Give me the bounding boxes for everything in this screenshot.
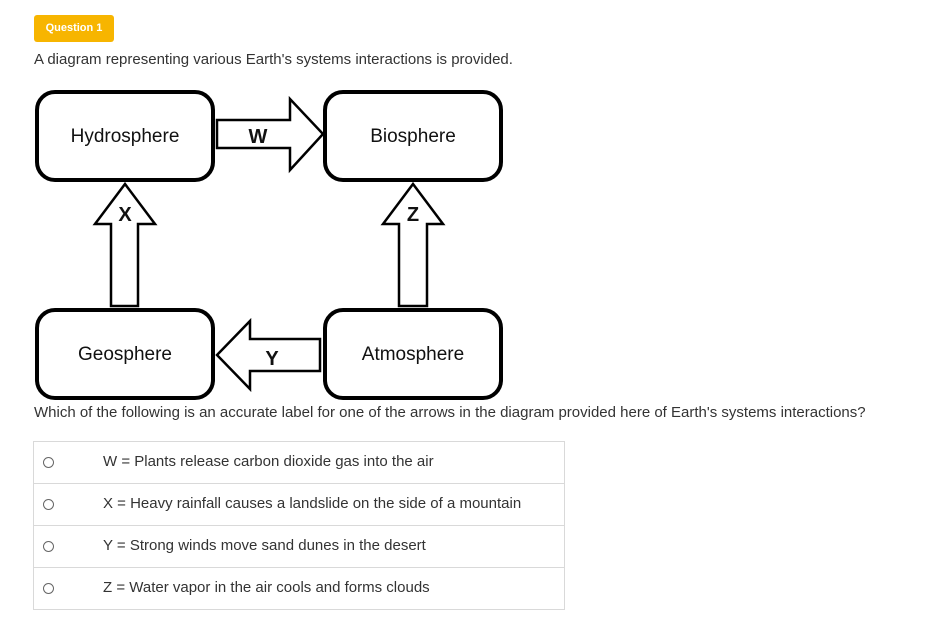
radio-button-a[interactable] bbox=[43, 457, 54, 468]
arrow-y-label: Y bbox=[265, 348, 279, 370]
answer-options-list: W = Plants release carbon dioxide gas in… bbox=[33, 441, 565, 610]
atmosphere-label: Atmosphere bbox=[362, 344, 464, 365]
hydrosphere-box: Hydrosphere bbox=[35, 90, 215, 182]
biosphere-label: Biosphere bbox=[370, 126, 456, 147]
arrow-y: Y bbox=[215, 317, 322, 393]
answer-option-c[interactable]: Y = Strong winds move sand dunes in the … bbox=[34, 526, 564, 568]
arrow-z: Z bbox=[380, 181, 446, 308]
question-prompt: A diagram representing various Earth's s… bbox=[34, 51, 513, 68]
radio-button-d[interactable] bbox=[43, 583, 54, 594]
answer-option-a-label: W = Plants release carbon dioxide gas in… bbox=[103, 453, 434, 470]
arrow-w: W bbox=[215, 95, 325, 174]
geosphere-label: Geosphere bbox=[78, 344, 172, 365]
arrow-x: X bbox=[92, 181, 158, 308]
arrow-w-label: W bbox=[249, 126, 268, 148]
biosphere-box: Biosphere bbox=[323, 90, 503, 182]
question-text: Which of the following is an accurate la… bbox=[34, 404, 866, 421]
radio-button-b[interactable] bbox=[43, 499, 54, 510]
answer-option-d-label: Z = Water vapor in the air cools and for… bbox=[103, 579, 430, 596]
answer-option-d[interactable]: Z = Water vapor in the air cools and for… bbox=[34, 568, 564, 609]
question-number-badge: Question 1 bbox=[34, 15, 114, 42]
answer-option-a[interactable]: W = Plants release carbon dioxide gas in… bbox=[34, 442, 564, 484]
answer-option-c-label: Y = Strong winds move sand dunes in the … bbox=[103, 537, 426, 554]
earth-systems-diagram: Hydrosphere Biosphere Geosphere Atmosphe… bbox=[35, 90, 503, 400]
answer-option-b[interactable]: X = Heavy rainfall causes a landslide on… bbox=[34, 484, 564, 526]
arrow-z-label: Z bbox=[407, 204, 419, 226]
answer-option-b-label: X = Heavy rainfall causes a landslide on… bbox=[103, 495, 522, 512]
geosphere-box: Geosphere bbox=[35, 308, 215, 400]
hydrosphere-label: Hydrosphere bbox=[71, 126, 180, 147]
radio-button-c[interactable] bbox=[43, 541, 54, 552]
atmosphere-box: Atmosphere bbox=[323, 308, 503, 400]
arrow-x-label: X bbox=[118, 204, 132, 226]
